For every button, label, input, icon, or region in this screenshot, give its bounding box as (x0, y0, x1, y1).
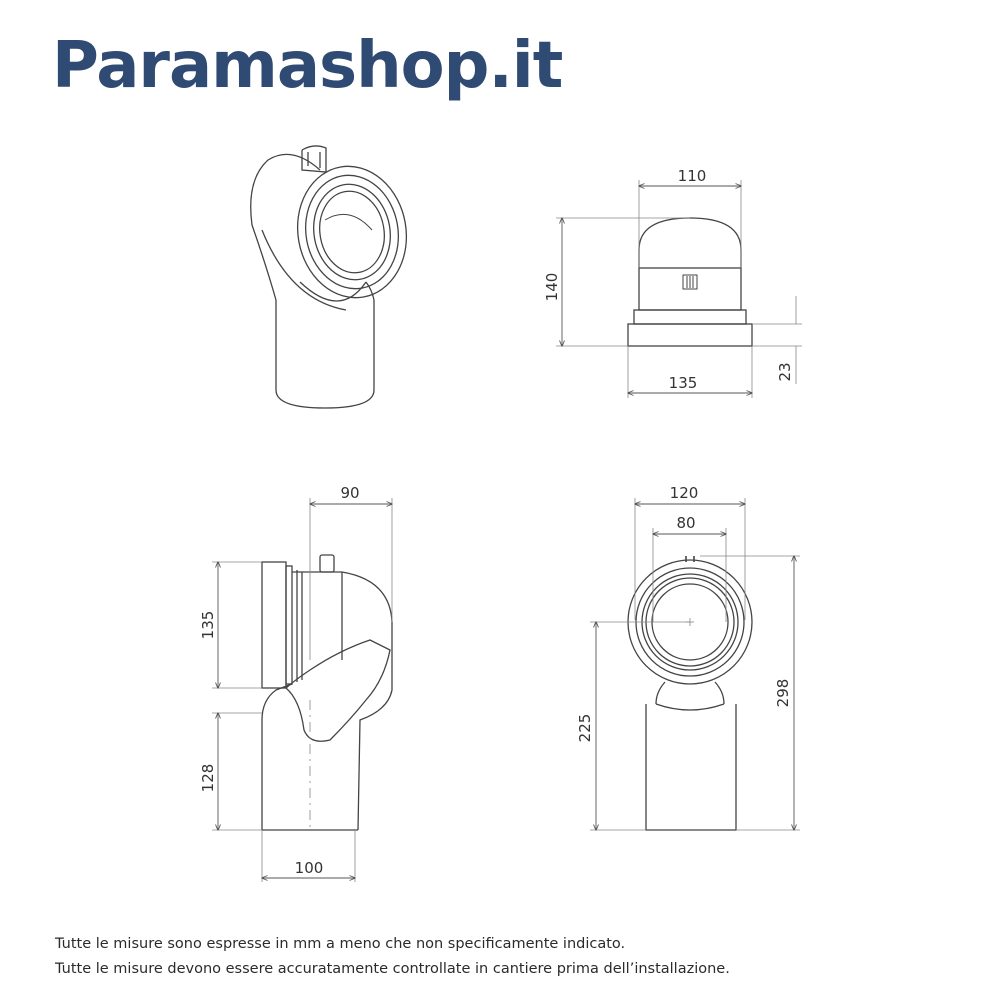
dim-front-inner-width: 80 (676, 514, 695, 532)
dim-top-base-width: 135 (669, 374, 698, 392)
dim-top-height: 140 (543, 273, 561, 302)
dim-side-outlet-width: 100 (295, 859, 324, 877)
dim-top-collar-height: 23 (776, 362, 794, 381)
dim-front-inlet-center-height: 225 (576, 714, 594, 743)
note-line-1: Tutte le misure sono espresse in mm a me… (55, 936, 626, 952)
dim-front-total-height: 298 (774, 679, 792, 708)
brand-title: Paramashop.it (52, 29, 563, 103)
note-line-2: Tutte le misure devono essere accuratame… (55, 961, 730, 977)
dim-side-outlet-height: 128 (199, 764, 217, 793)
disclaimer-notes: Tutte le misure sono espresse in mm a me… (55, 932, 730, 982)
dim-top-width: 110 (678, 167, 707, 185)
side-view: 90 135 128 100 (199, 484, 393, 882)
top-view: 110 140 135 23 (543, 167, 802, 398)
dim-front-outer-width: 120 (670, 484, 699, 502)
front-view: 120 80 225 298 (576, 484, 800, 831)
dim-side-depth: 90 (340, 484, 359, 502)
dim-side-inlet-height: 135 (199, 611, 217, 640)
isometric-view (250, 145, 408, 409)
